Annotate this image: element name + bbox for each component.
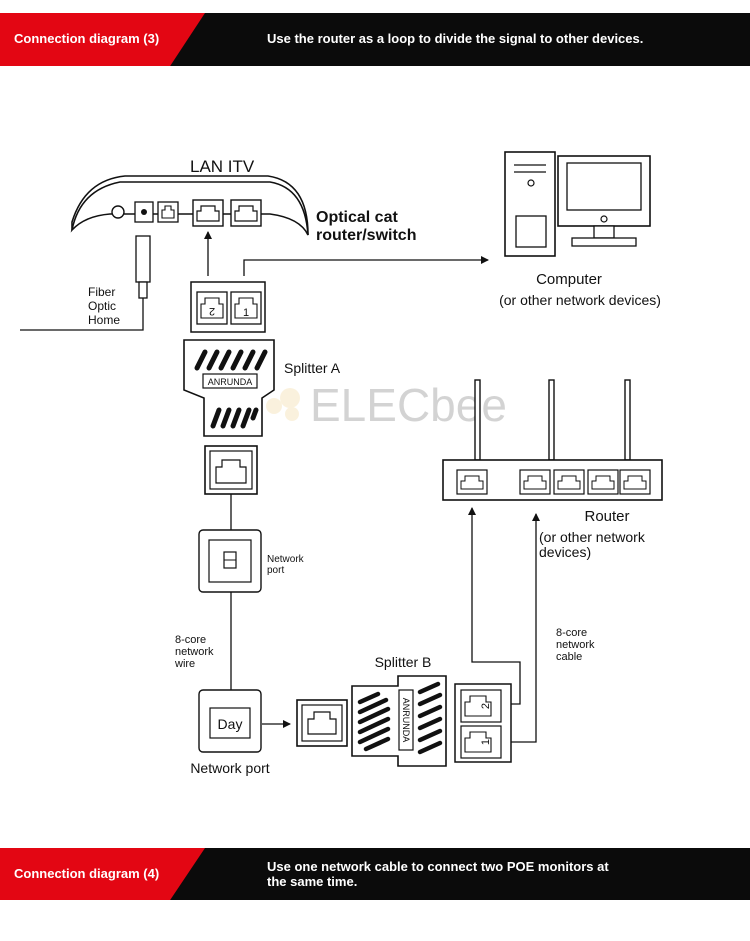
wire-label-1: 8-core — [175, 634, 206, 646]
lan-port-icon — [192, 199, 224, 227]
splitter-b-brand: ANRUNDA — [401, 698, 411, 743]
computer-label: Computer — [536, 271, 602, 288]
network-port-label-1: Network — [267, 554, 305, 565]
rj45-plug-b — [296, 699, 348, 747]
splitter-b-label: Splitter B — [375, 654, 432, 670]
top-banner: Connection diagram (3) Use the router as… — [0, 13, 750, 66]
connection-diagram: ELECbee LAN ITV Optical cat router/switc… — [20, 151, 663, 776]
bottom-banner: Connection diagram (4) Use one network c… — [0, 848, 750, 900]
arrow-to-computer — [243, 256, 489, 276]
top-router-label: LAN ITV — [190, 157, 255, 176]
cable-label-1: 8-core — [556, 627, 587, 639]
fiber-label-2: Optic — [88, 299, 116, 313]
wire-label-2: network — [175, 646, 214, 658]
computer-icon — [504, 151, 651, 257]
phone-port-icon — [157, 201, 179, 223]
router-label: Router — [584, 508, 629, 525]
network-wall-port — [198, 529, 262, 690]
day-label: Day — [218, 716, 243, 732]
splitter-b-dual-port: 2 1 — [454, 683, 512, 763]
splitter-a-dual-port: 2 1 — [190, 281, 266, 333]
banner-tag: Connection diagram (4) — [14, 866, 160, 881]
router-icon — [442, 379, 663, 501]
optical-router-label-1: Optical cat — [316, 209, 398, 226]
cable-to-router-port-1 — [468, 507, 521, 705]
itv-port-icon — [230, 199, 262, 227]
banner-red-tab — [0, 848, 205, 900]
computer-sublabel: (or other network devices) — [499, 292, 661, 308]
power-button-icon — [111, 205, 125, 219]
watermark: ELECbee — [266, 379, 507, 431]
fiber-label-3: Home — [88, 313, 120, 327]
port-number-2: 2 — [209, 305, 215, 317]
rj45-plug-a — [204, 445, 258, 530]
port-b-number-1: 1 — [480, 739, 492, 745]
fiber-label-1: Fiber — [88, 285, 115, 299]
network-port-bottom-label: Network port — [190, 760, 269, 776]
splitter-a-label: Splitter A — [284, 360, 341, 376]
splitter-a-body: ANRUNDA — [183, 339, 275, 437]
wire-label-3: wire — [174, 658, 195, 670]
banner-description-line-2: the same time. — [267, 874, 358, 889]
watermark-text: ELECbee — [310, 379, 507, 431]
cable-label-3: cable — [556, 651, 582, 663]
banner-red-tab — [0, 13, 205, 66]
banner-description: Use one network cable to connect two POE… — [267, 859, 667, 889]
optical-router: LAN ITV — [70, 157, 309, 236]
optical-router-label-2: router/switch — [316, 227, 416, 244]
day-wall-port: Day — [198, 689, 262, 753]
fiber-plug-icon — [20, 235, 151, 331]
port-number-1: 1 — [243, 307, 249, 319]
splitter-b-body: ANRUNDA — [351, 675, 447, 767]
cable-to-router-port-2 — [511, 513, 540, 743]
splitter-a-brand: ANRUNDA — [208, 377, 253, 387]
banner-tag: Connection diagram (3) — [14, 31, 160, 46]
port-b-number-2: 2 — [480, 703, 492, 709]
router-sublabel-1: (or other network — [539, 529, 646, 545]
router-sublabel-2: devices) — [539, 544, 591, 560]
banner-description: Use the router as a loop to divide the s… — [267, 31, 644, 46]
cable-label-2: network — [556, 639, 595, 651]
network-port-label-2: port — [267, 565, 284, 576]
banner-description-line-1: Use one network cable to connect two POE… — [267, 859, 609, 874]
